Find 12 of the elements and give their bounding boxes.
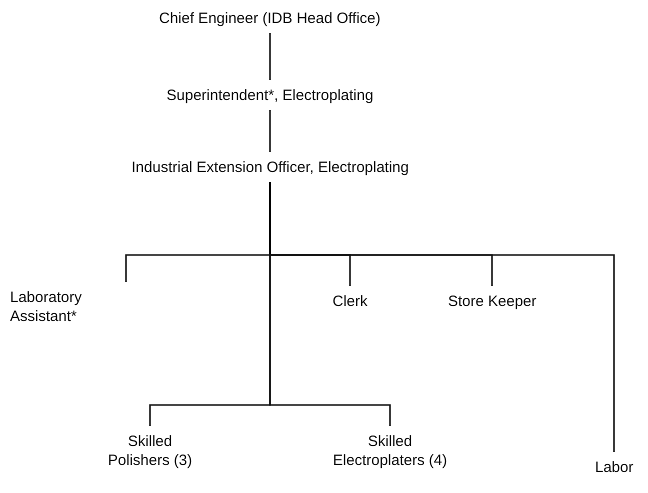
role-label: Chief Engineer (IDB Head Office) (159, 9, 380, 28)
connector-line (269, 182, 615, 452)
role-label: Labor (595, 458, 634, 477)
role-label: Skilled Polishers (3) (106, 432, 194, 470)
role-label: Superintendent*, Electroplating (166, 86, 374, 105)
role-label: Industrial Extension Officer, Electroplating (132, 158, 409, 177)
connector-line (269, 110, 271, 152)
role-label: Store Keeper (448, 292, 536, 311)
role-label: Skilled Electroplaters (4) (332, 432, 448, 470)
role-label: Clerk (332, 292, 368, 311)
role-label: Laboratory Assistant* (10, 288, 83, 326)
connector-line (269, 33, 271, 80)
